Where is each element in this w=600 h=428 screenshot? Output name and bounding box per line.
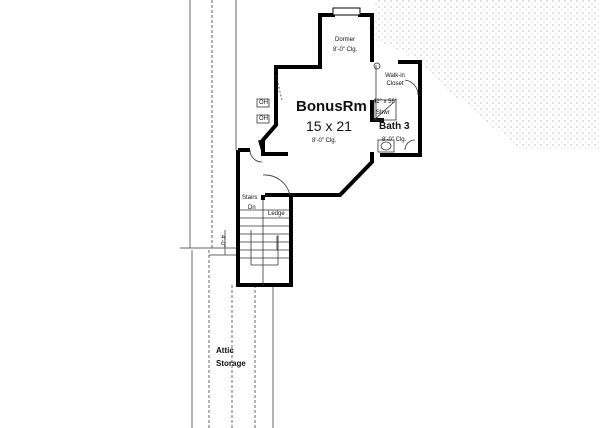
thin-lines [249, 62, 419, 196]
attic-label: Attic [216, 346, 234, 355]
bonus-room-label: BonusRm [296, 98, 367, 115]
shower-label: Shwr [376, 110, 390, 116]
attic-label-2: Storage [216, 359, 246, 368]
overhang-label-1: OH [259, 100, 268, 106]
dormer-window [332, 7, 361, 16]
dimension-label: 4'-0" [218, 235, 225, 247]
roof-hatch [375, 0, 600, 150]
stair-treads[interactable] [240, 200, 289, 285]
attic-lines [180, 0, 274, 428]
walls [236, 13, 422, 287]
bath-label: Bath 3 [379, 121, 410, 132]
ledge-label: Ledge [268, 211, 285, 217]
stairs-label: Stairs [242, 195, 258, 201]
overhang-label-2: OH [259, 116, 268, 122]
shower-size: 42" x 56" [373, 99, 397, 105]
dormer-label: Dormer [335, 37, 356, 43]
bonus-room-size: 15 x 21 [306, 118, 352, 134]
stairs-direction: Dn [248, 205, 256, 211]
bonus-room-ceiling: 8'-0" Clg. [312, 138, 337, 144]
bath-ceiling: 8'-0" Clg. [382, 137, 407, 143]
dormer-ceiling: 8'-0" Clg. [333, 47, 358, 53]
closet-label: Walk-in Closet [385, 73, 405, 87]
